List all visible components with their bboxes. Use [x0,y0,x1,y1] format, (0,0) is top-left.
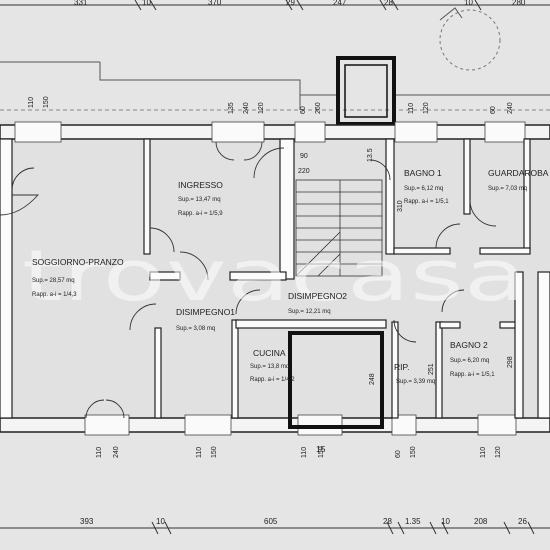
room-name-guardaroba: GUARDAROBA [488,168,549,178]
room-disimpegno1: DISIMPEGNO1 Sup.= 3,08 mq [176,307,235,332]
opening-dim: 110 [480,447,487,458]
inner-dim: 310 [397,200,404,212]
room-sup-rip: Sup.= 3,39 mq [396,379,435,385]
room-sup-guardaroba: Sup.= 7,03 mq [488,186,527,192]
room-rapp-cucina: Rapp. a-i = 1/4,2 [250,377,295,383]
opening-dim: 150 [410,446,417,458]
bottom-dim-8: 26 [518,517,527,526]
room-cucina: CUCINA Sup.= 13,8 mq Rapp. a-i = 1/4,2 [250,348,295,383]
room-sup-disimpegno2: Sup.= 12,21 mq [288,309,331,315]
opening-dim: 110 [28,97,35,108]
room-bagno1: BAGNO 1 Sup.= 6,12 mq Rapp. a-i = 1/5,1 [404,168,449,205]
inner-dim: 13.5 [367,148,374,162]
bottom-dim-2: 10 [156,517,165,526]
room-sup-soggiorno: Sup.= 28,57 mq [32,278,75,284]
room-rapp-ingresso: Rapp. a-i = 1/5,9 [178,211,223,217]
room-rip: RIP. Sup.= 3,39 mq [394,362,435,385]
top-dim-1: 331 [74,0,88,7]
opening-dim: 240 [243,102,250,114]
room-name-ingresso: INGRESSO [178,180,223,190]
upper-context-lines [0,61,550,111]
top-dim-3: 370 [208,0,222,7]
opening-dim: 110 [196,447,203,458]
bottom-dim-3: 605 [264,517,278,526]
room-rapp-soggiorno: Rapp. a-i = 1/4,3 [32,292,77,298]
inner-dim: 251 [428,363,435,375]
room-ingresso: INGRESSO Sup.= 13,47 mq Rapp. a-i = 1/5,… [178,180,223,217]
top-dim-2: 10 [142,0,151,7]
opening-dim: 60 [395,450,402,458]
bottom-windows [84,414,517,436]
inner-dim: 220 [298,168,310,175]
bottom-dim-6: 10 [441,517,450,526]
room-guardaroba: GUARDAROBA Sup.= 7,03 mq [488,168,549,192]
interior-walls [0,138,550,419]
top-dim-4: 29 [286,0,295,7]
inner-dim: 90 [300,153,308,160]
opening-dim: 110 [96,447,103,458]
bottom-dim-5: 1.35 [405,517,421,526]
top-windows [14,121,526,143]
opening-dim: 110 [408,103,415,114]
opening-dim: 260 [315,102,322,114]
top-dim-7: 10 [464,0,473,7]
room-disimpegno2: DISIMPEGNO2 Sup.= 12,21 mq [288,291,347,315]
bottom-dim-7: 208 [474,517,488,526]
stamp-mark [439,7,501,71]
room-soggiorno: SOGGIORNO-PRANZO Sup.= 28,57 mq Rapp. a-… [32,257,124,298]
opening-dim: 120 [495,446,502,458]
room-sup-disimpegno1: Sup.= 3,08 mq [176,326,215,332]
opening-dim: 240 [113,446,120,458]
cucina-dark-box [288,331,384,429]
stair-number: 15 [316,444,326,454]
room-bagno2: BAGNO 2 Sup.= 6,20 mq Rapp. a-i = 1/5,1 [450,340,495,378]
bottom-dimension-labels: 393 10 605 28 1.35 10 208 26 [80,517,527,526]
room-name-rip: RIP. [394,362,409,372]
top-dim-8: 280 [512,0,526,7]
top-dimension-labels: 331 10 370 29 247 28 10 280 [74,0,526,7]
bottom-dimension-line [0,521,550,535]
opening-dim: 120 [258,102,265,114]
room-name-cucina: CUCINA [253,348,286,358]
room-name-bagno1: BAGNO 1 [404,168,442,178]
inner-dim: 248 [369,373,376,385]
top-dim-5: 247 [333,0,347,7]
room-sup-ingresso: Sup.= 13,47 mq [178,197,221,203]
shaft-box [336,56,396,126]
opening-dim: 60 [300,106,307,114]
inner-dimensions: 90 220 310 248 251 298 13.5 15 [298,148,514,454]
room-sup-cucina: Sup.= 13,8 mq [250,364,289,370]
opening-dim: 240 [507,102,514,114]
room-rapp-bagno1: Rapp. a-i = 1/5,1 [404,199,449,205]
opening-dim: 150 [211,446,218,458]
opening-dim: 110 [301,447,308,458]
top-dimension-line [0,0,550,11]
watermark-logo: trovacasa [22,235,527,317]
room-name-disimpegno1: DISIMPEGNO1 [176,307,235,317]
staircase [295,179,383,277]
plan-area-shading [0,120,550,420]
room-sup-bagno1: Sup.= 6,12 mq [404,186,443,192]
opening-dim: 150 [43,96,50,108]
door-swings [0,141,497,419]
bottom-dim-1: 393 [80,517,94,526]
room-rapp-bagno2: Rapp. a-i = 1/5,1 [450,372,495,378]
opening-dim: 120 [423,102,430,114]
inner-dim: 298 [507,356,514,368]
opening-dim: 150 [318,446,325,458]
opening-dim: 135 [228,102,235,114]
opening-dim: 60 [490,106,497,114]
room-sup-bagno2: Sup.= 6,20 mq [450,358,489,364]
bottom-dim-4: 28 [383,517,392,526]
room-name-soggiorno: SOGGIORNO-PRANZO [32,257,124,267]
room-name-disimpegno2: DISIMPEGNO2 [288,291,347,301]
top-dim-6: 28 [384,0,393,7]
opening-dimensions: 110 150 135 240 120 60 260 110 120 60 24… [28,96,514,458]
room-name-bagno2: BAGNO 2 [450,340,488,350]
